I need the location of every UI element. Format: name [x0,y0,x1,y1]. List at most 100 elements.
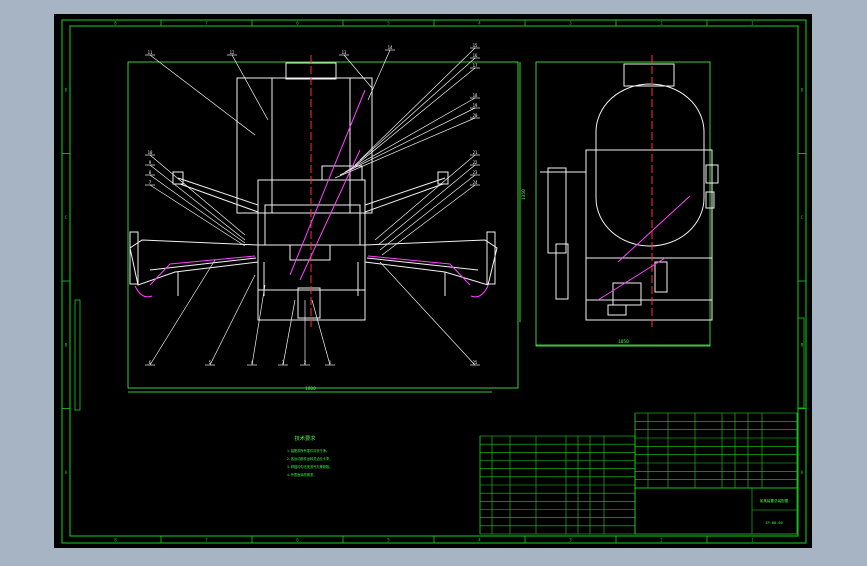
side-cylinder [555,243,569,300]
left-arm-clamp [172,171,184,185]
part-balloon-number: 9 [149,160,152,165]
part-balloon-number: 21 [473,150,478,155]
part-balloon-number: 15 [473,43,478,48]
leader-line [149,164,246,241]
part-balloon-number: 17 [473,63,478,68]
front-view-accents [134,55,489,330]
leader-line [349,67,476,171]
zone-number-top: 6 [296,21,299,26]
notes-title: 技术要求 [295,434,317,442]
part-balloon-number: 6 [149,360,152,365]
valve-manifold [321,165,363,181]
leader-line [282,299,296,366]
zone-number-bottom: 6 [296,538,299,543]
left-wing-trough [129,239,259,286]
left-hose [149,255,256,286]
part-balloon-number: 10 [148,150,153,155]
part-balloon-number: 20 [473,113,478,118]
leader-line [334,117,476,179]
title-block: 某某装置总装配图 ZP-00-00 [634,487,798,535]
leader-line [374,154,476,241]
leader-line [343,54,373,89]
title-block-name: 某某装置总装配图 [760,498,789,503]
right-upper-arm [364,183,444,213]
bottom-motor [297,287,321,319]
front-overall-dim-frame [127,61,519,389]
notes-line: 4.外表面涂防锈漆。 [287,472,316,477]
zone-number-top: 1 [751,21,754,26]
side-overall-dim-frame [535,61,711,347]
leader-line [149,259,216,366]
front-height-dim-text: 1350 [521,189,527,200]
right-swing-arc [470,285,489,298]
side-bracket-lower [705,191,715,209]
leader-line [379,261,476,366]
part-balloon-number: 1 [329,360,332,365]
zone-number-bottom: 4 [478,538,481,543]
leader-line [377,164,476,246]
part-balloon-number: 25 [473,360,478,365]
side-frame [585,149,713,321]
zone-letter-left: A [65,470,68,475]
part-balloon-number: 5 [209,360,212,365]
part-balloon-number: 14 [388,45,393,50]
part-balloon-number: 13 [342,50,347,55]
sheet-background [54,14,812,548]
leader-line [231,54,269,121]
part-balloon-number: 4 [251,360,254,365]
part-balloon-number: 8 [149,170,152,175]
front-width-dim-text: 1800 [305,386,316,392]
leader-line [379,174,476,251]
leader-line [149,54,256,136]
zone-letter-right: D [801,87,804,92]
right-hose [367,255,471,286]
zone-letter-right: C [801,215,804,220]
zone-number-bottom: 5 [387,538,390,543]
notes-line: 3.焊缝均匀无夹渣气孔等缺陷。 [287,464,332,469]
part-balloon-number: 23 [473,170,478,175]
leader-line [354,57,476,166]
side-section-line [617,195,691,263]
zone-letter-left: C [65,215,68,220]
right-wing-trough [364,239,498,286]
leader-line [381,184,476,256]
left-cylinder [129,231,139,285]
title-block-drawing-number: ZP-00-00 [765,521,782,525]
zone-number-bottom: 8 [114,538,117,543]
part-balloon-number: 7 [149,180,152,185]
leader-line [149,154,246,236]
left-upper-arm [179,183,259,213]
left-swing-arc [134,285,153,298]
leader-line [311,299,331,366]
zone-letter-right: B [801,342,804,347]
leader-line [209,274,256,366]
front-dimension-lines [128,62,521,393]
motor-base [607,304,627,316]
leader-line [149,184,246,247]
tank-nozzle [623,63,675,87]
right-wing-rib [366,257,479,271]
zone-number-bottom: 7 [205,538,208,543]
right-upper-arm [364,177,446,206]
left-upper-arm [177,177,259,206]
part-balloon-number: 12 [230,50,235,55]
zone-number-top: 4 [478,21,481,26]
notes-line: 2.各运动部件运转灵活无卡滞。 [287,456,332,461]
part-balloon-number: 11 [148,50,153,55]
side-section-line [597,257,666,301]
part-balloon-number: 24 [473,180,478,185]
section-line [289,89,366,276]
technical-requirements: 技术要求 1.装配前所有零件清洗干净。 2.各运动部件运转灵活无卡滞。 3.焊缝… [287,434,332,477]
zone-number-top: 2 [660,21,663,26]
zone-number-top: 8 [114,21,117,26]
leader-line [149,174,246,244]
zone-letter-left: B [65,342,68,347]
right-cylinder [486,231,496,285]
hopper-body [236,77,373,214]
right-margin-strip [797,317,805,409]
side-view-accents [597,55,691,330]
